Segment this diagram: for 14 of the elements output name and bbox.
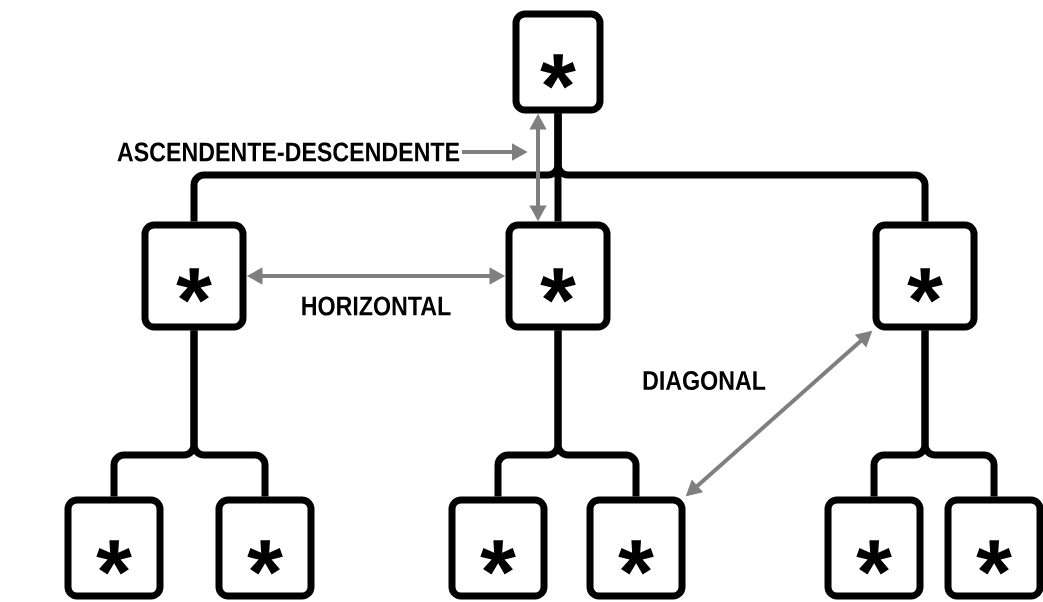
edge-label: HORIZONTAL [302,296,451,316]
asterisk-box: * [505,221,611,331]
edge-label: DIAGONAL [643,370,766,391]
connector-line [554,113,929,222]
asterisk-box: * [448,496,548,600]
asterisk-box: * [215,496,315,600]
asterisk-box: * [872,221,978,331]
asterisk-box: * [141,221,247,331]
asterisk-box: * [512,10,604,114]
asterisk-box: * [64,496,164,600]
callout-text: ASCENDENTE-DESCENDENTE [117,142,460,162]
asterisk-box: * [824,496,924,600]
asterisk-box: * [586,496,686,600]
asterisk-box: * [944,496,1043,600]
